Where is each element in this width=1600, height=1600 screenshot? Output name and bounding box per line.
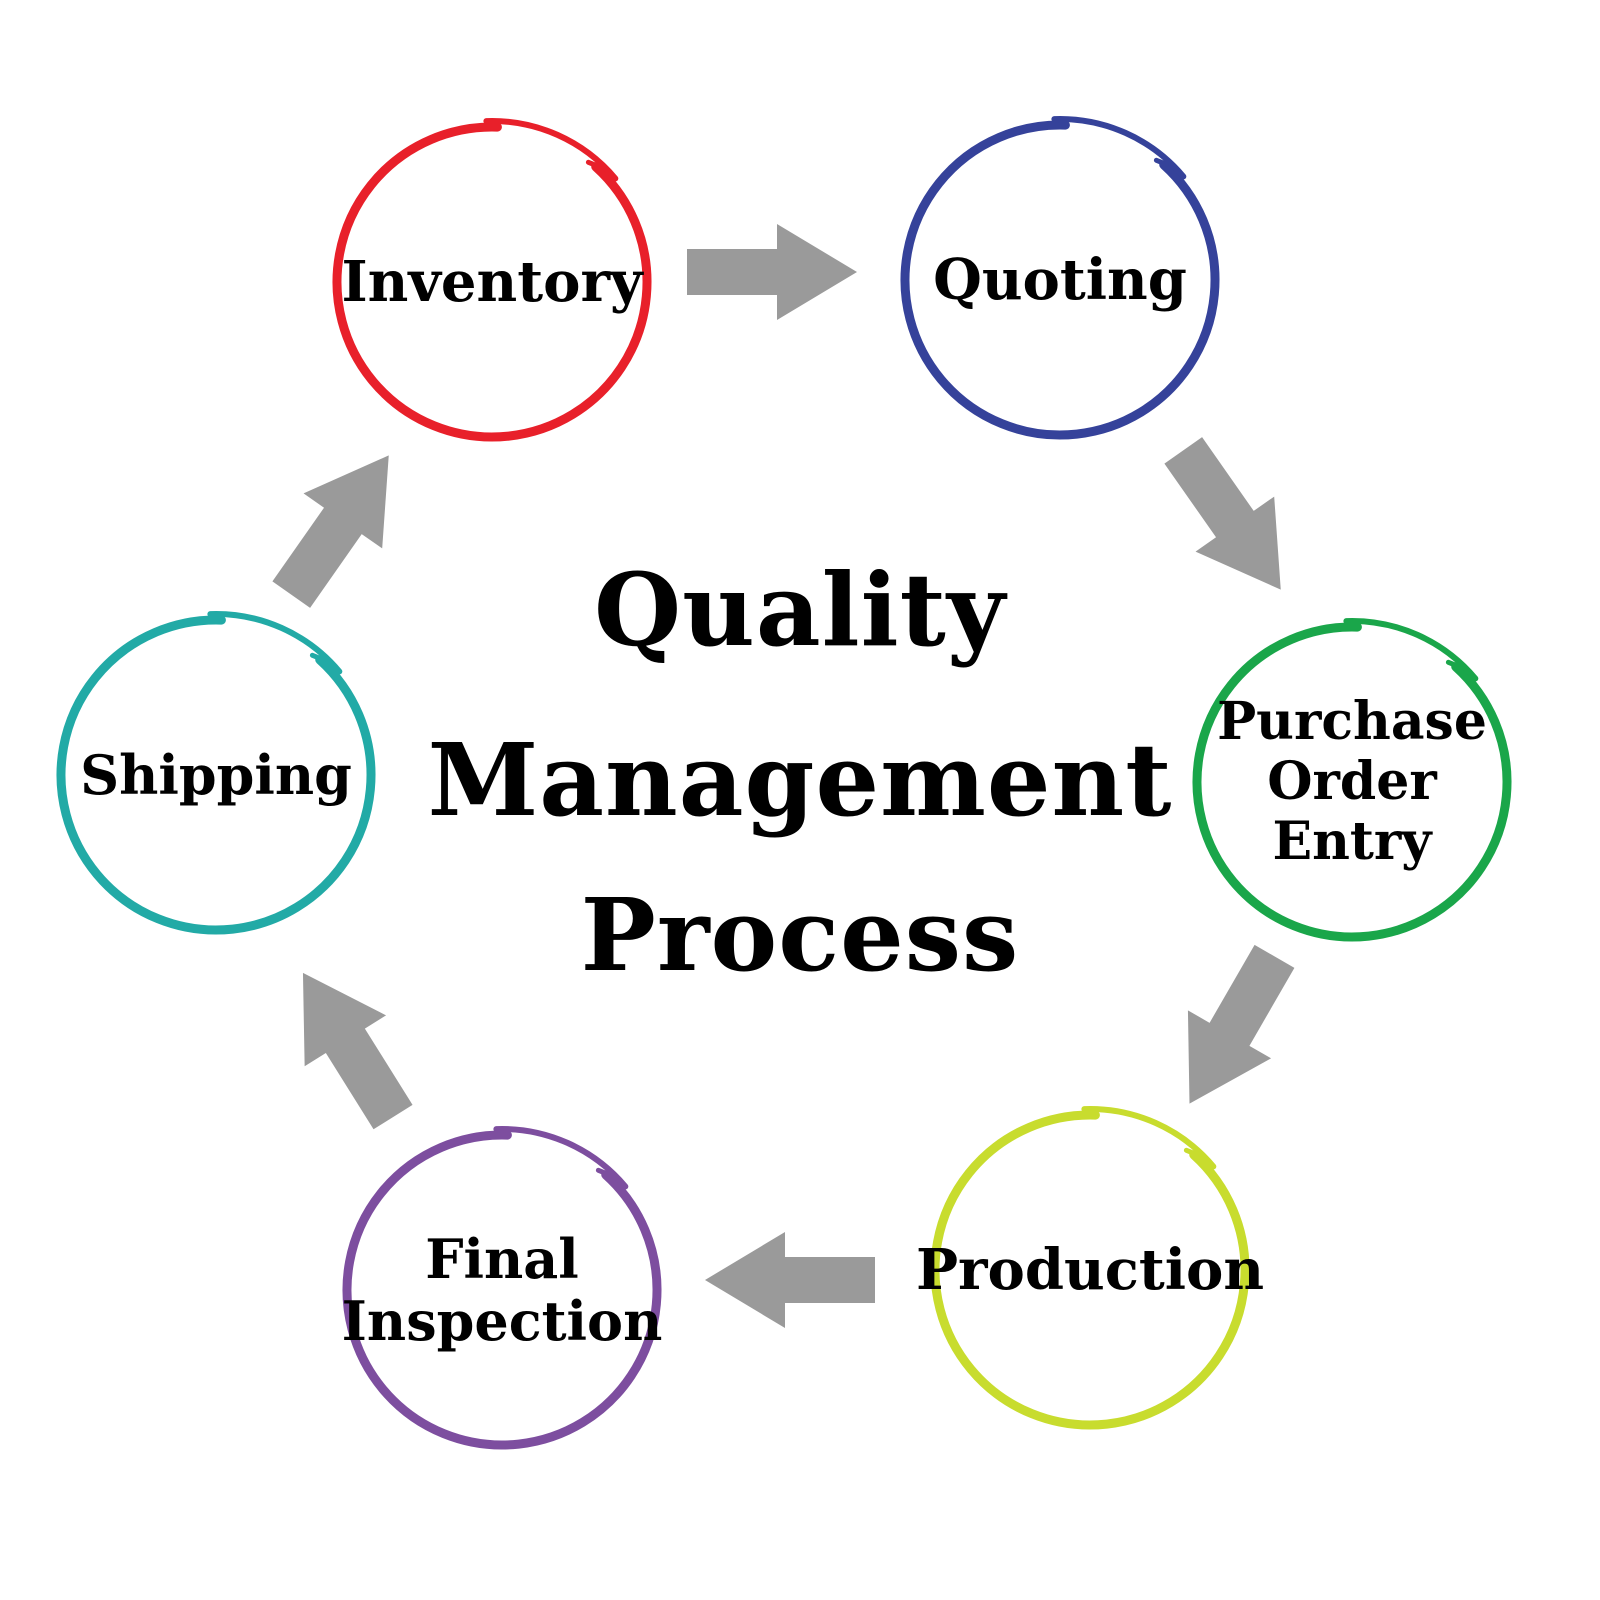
step-ring-quoting — [900, 116, 1220, 440]
flow-arrow-inventory-to-quoting — [687, 224, 857, 320]
flow-arrow-quoting-to-purchase-order-entry — [1164, 437, 1281, 590]
step-ring-inventory — [332, 118, 652, 442]
step-label-line: Entry — [1272, 810, 1432, 872]
step-label-line: Inspection — [341, 1289, 663, 1353]
flow-arrow-shipping-to-inventory — [272, 455, 389, 608]
step-ring-production — [930, 1106, 1250, 1430]
step-label-inventory: Inventory — [337, 127, 647, 437]
step-label-line: Order — [1267, 751, 1437, 813]
title-line-3: Process — [580, 876, 1020, 994]
step-label-quoting: Quoting — [905, 125, 1215, 435]
step-ring-final-inspection — [342, 1126, 662, 1450]
flow-arrow-production-to-final-inspection — [705, 1232, 875, 1328]
step-label-line: Inventory — [341, 248, 643, 315]
flow-arrow-final-inspection-to-shipping — [302, 972, 413, 1130]
step-label-line: Purchase — [1217, 691, 1487, 753]
step-label-line: Production — [915, 1236, 1265, 1303]
title-line-1: Quality — [594, 551, 1006, 669]
step-label-shipping: Shipping — [61, 620, 371, 930]
step-label-production: Production — [916, 1115, 1264, 1425]
step-label-line: Final — [425, 1226, 579, 1291]
step-label-line: Quoting — [933, 246, 1187, 313]
flow-arrow-purchase-order-entry-to-production — [1187, 944, 1295, 1104]
title-line-2: Management — [427, 721, 1173, 839]
step-ring-shipping — [56, 611, 376, 935]
step-label-line: Shipping — [80, 742, 352, 807]
step-ring-purchase-order-entry — [1192, 618, 1512, 942]
